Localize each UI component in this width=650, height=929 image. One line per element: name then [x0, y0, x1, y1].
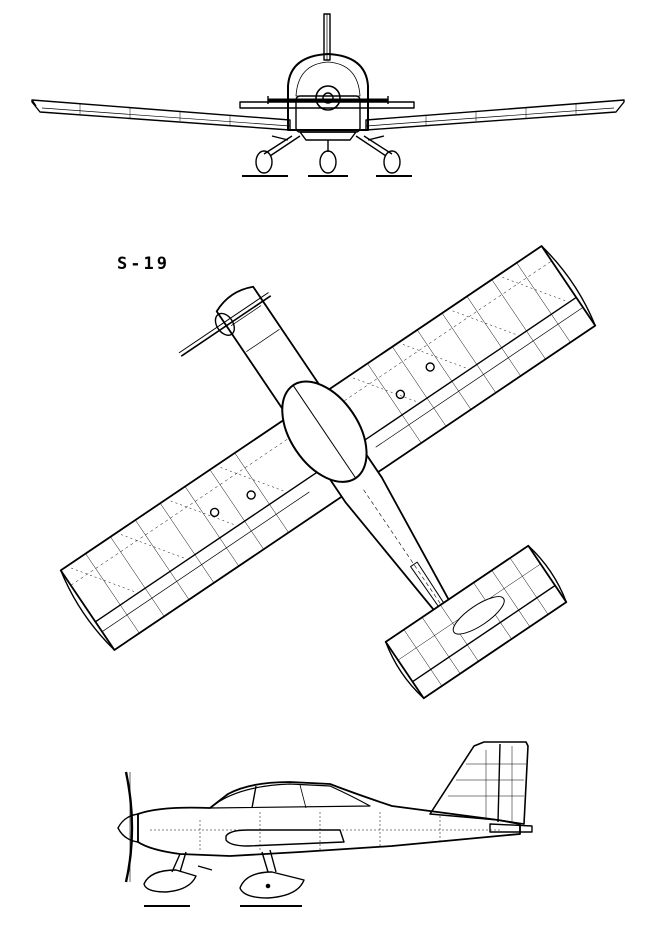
front-view	[32, 14, 624, 176]
plan-view	[57, 243, 600, 700]
side-view	[118, 742, 532, 906]
model-label: S-19	[117, 254, 170, 274]
